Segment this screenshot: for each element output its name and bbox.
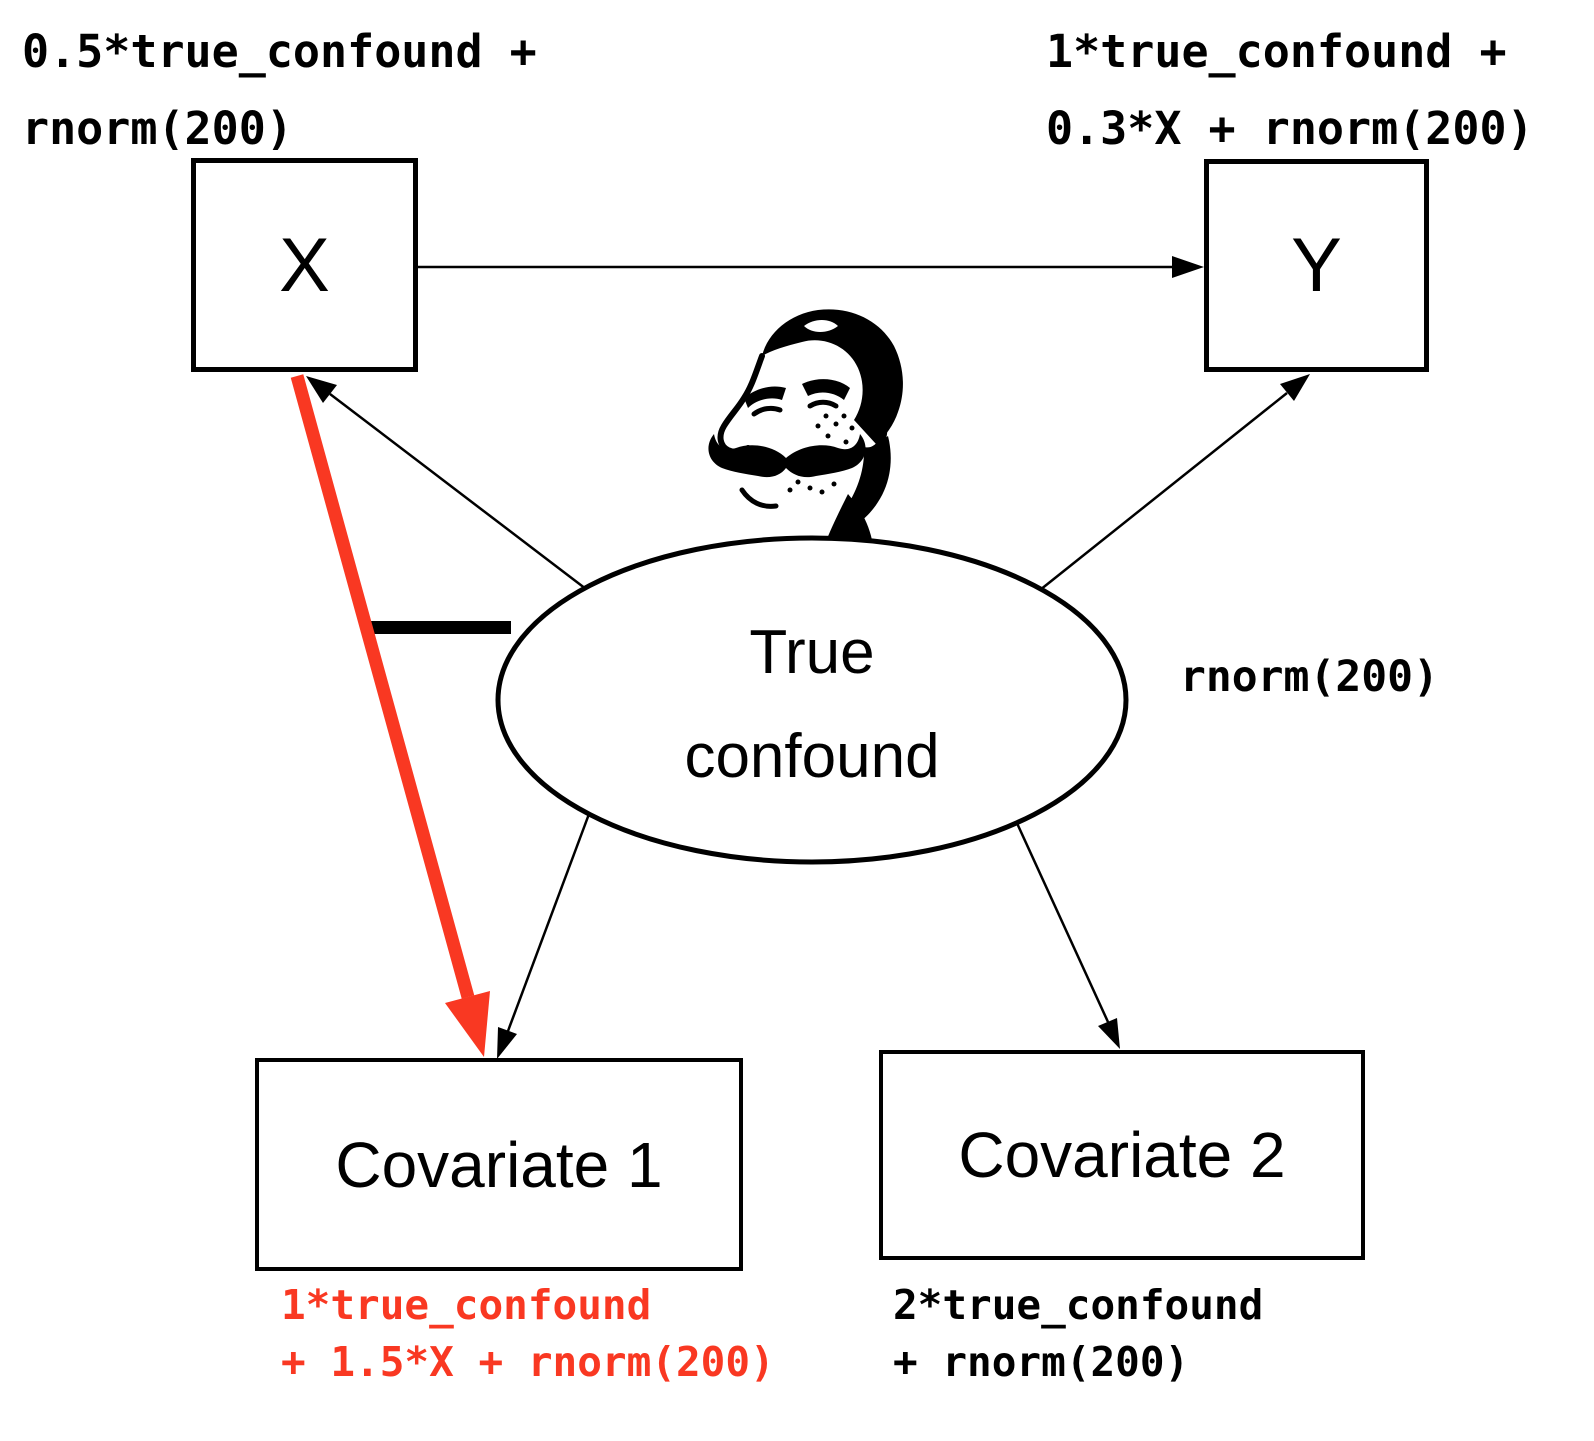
stubble-dots [787,413,855,495]
formula-covariate1: 1*true_confound + 1.5*X + rnorm(200) [281,1281,775,1386]
node-covariate2-label: Covariate 2 [958,1119,1286,1191]
block-bar [365,621,511,634]
node-y: Y [1204,159,1429,372]
arrow-confound-to-covariate2 [1014,820,1120,1049]
arrow-x-to-covariate1-highlight [290,374,490,1057]
mustached-man-icon [708,309,903,546]
arrow-x-to-y [418,256,1204,278]
arrow-confound-to-y [1039,374,1310,591]
true-confound-ellipse [495,535,1129,865]
formula-x: 0.5*true_confound + rnorm(200) [22,25,537,155]
formula-true-confound: rnorm(200) [1180,652,1439,702]
formula-y: 1*true_confound + 0.3*X + rnorm(200) [1046,25,1534,155]
arrow-confound-to-covariate1 [497,813,591,1059]
formula-covariate2: 2*true_confound + rnorm(200) [893,1281,1264,1386]
node-covariate2: Covariate 2 [879,1050,1365,1260]
node-covariate1-label: Covariate 1 [335,1128,663,1201]
node-y-label: Y [1291,223,1342,308]
node-x-label: X [279,222,330,308]
node-x: X [191,158,418,372]
true-confound-label: True confound [684,617,940,791]
arrow-confound-to-x [306,376,587,590]
node-covariate1: Covariate 1 [255,1058,743,1271]
